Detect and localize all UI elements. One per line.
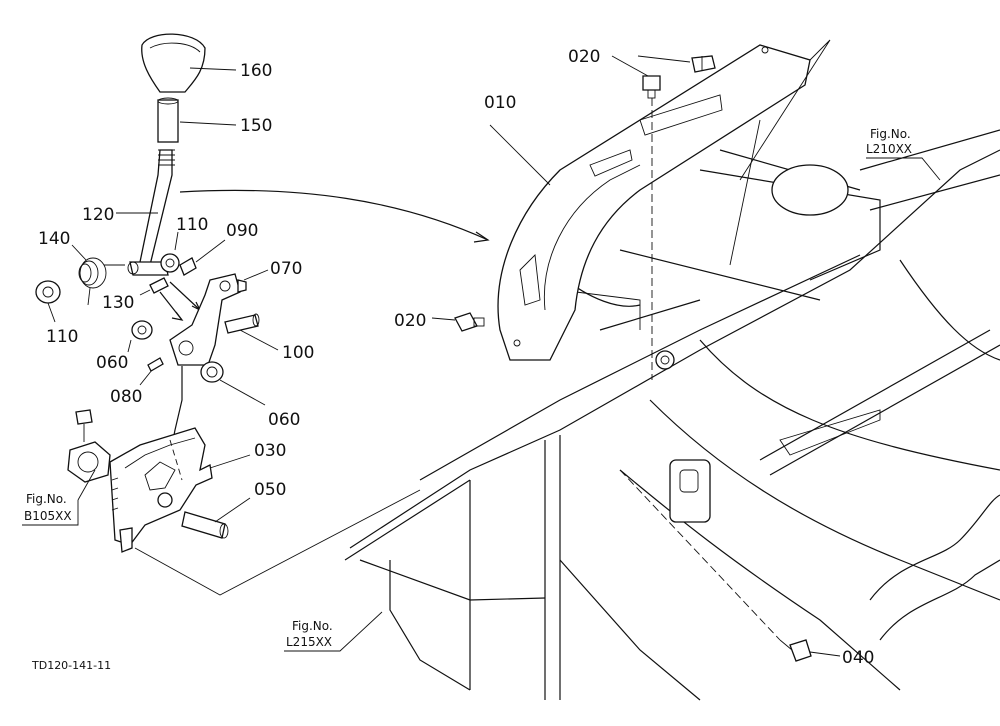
label-030: 030: [254, 441, 286, 461]
fig-ref-l215-code: L215XX: [286, 635, 332, 649]
nut-110-right: [160, 253, 180, 273]
label-160: 160: [240, 61, 272, 81]
sector-plate-030: [109, 427, 213, 553]
bolt-040: [779, 639, 812, 662]
lever-120: [127, 149, 175, 276]
knob-160: [141, 33, 206, 93]
fig-ref-l215: Fig.No. L215XX: [284, 611, 383, 652]
label-090: 090: [226, 221, 258, 241]
drawing-code: TD120-141-11: [31, 659, 111, 672]
label-060-lower: 060: [268, 410, 300, 430]
fender-slot: [669, 459, 711, 523]
fig-ref-l215-label: Fig.No.: [292, 619, 333, 633]
pin-130: [149, 277, 169, 294]
label-050: 050: [254, 480, 286, 500]
spring-140: [78, 257, 125, 306]
sleeve-150: [157, 97, 179, 143]
label-080: 080: [110, 387, 142, 407]
bolt-020-left: [454, 312, 485, 332]
bearing-housing: [67, 409, 111, 483]
label-040: 040: [842, 648, 874, 668]
label-110-upper: 110: [176, 215, 208, 235]
bushing-060-lower: [200, 361, 224, 383]
label-020-left: 020: [394, 311, 426, 331]
label-020-top: 020: [568, 47, 600, 67]
label-060-upper: 060: [96, 353, 128, 373]
fig-ref-b105-label: Fig.No.: [26, 492, 67, 506]
pin-100: [224, 313, 260, 334]
label-140: 140: [38, 229, 70, 249]
fig-ref-b105-code: B105XX: [24, 509, 72, 523]
label-100: 100: [282, 343, 314, 363]
label-110-lower: 110: [46, 327, 78, 347]
fender-round-hole: [771, 164, 849, 216]
bolt-020-top-left: [642, 75, 661, 99]
label-150: 150: [240, 116, 272, 136]
fig-ref-l210-code: L210XX: [866, 142, 912, 156]
part-labels: 160 150 120 110 090 140 070 130 110 060 …: [38, 47, 874, 668]
fig-ref-b105: Fig.No. B105XX: [22, 492, 79, 526]
nut-110-left: [35, 280, 61, 304]
label-070: 070: [270, 259, 302, 279]
bushing-060-upper: [131, 320, 153, 340]
label-010: 010: [484, 93, 516, 113]
spring-pin-090: [179, 257, 197, 276]
bracket-010: [497, 44, 811, 361]
pin-050: [181, 511, 229, 539]
fender-body: [344, 129, 1000, 701]
label-120: 120: [82, 205, 114, 225]
fig-ref-l210-label: Fig.No.: [870, 127, 911, 141]
label-130: 130: [102, 293, 134, 313]
spring-pin-080: [147, 357, 164, 372]
fig-ref-l210: Fig.No. L210XX: [866, 127, 941, 181]
bolt-020-top-right: [691, 55, 716, 73]
